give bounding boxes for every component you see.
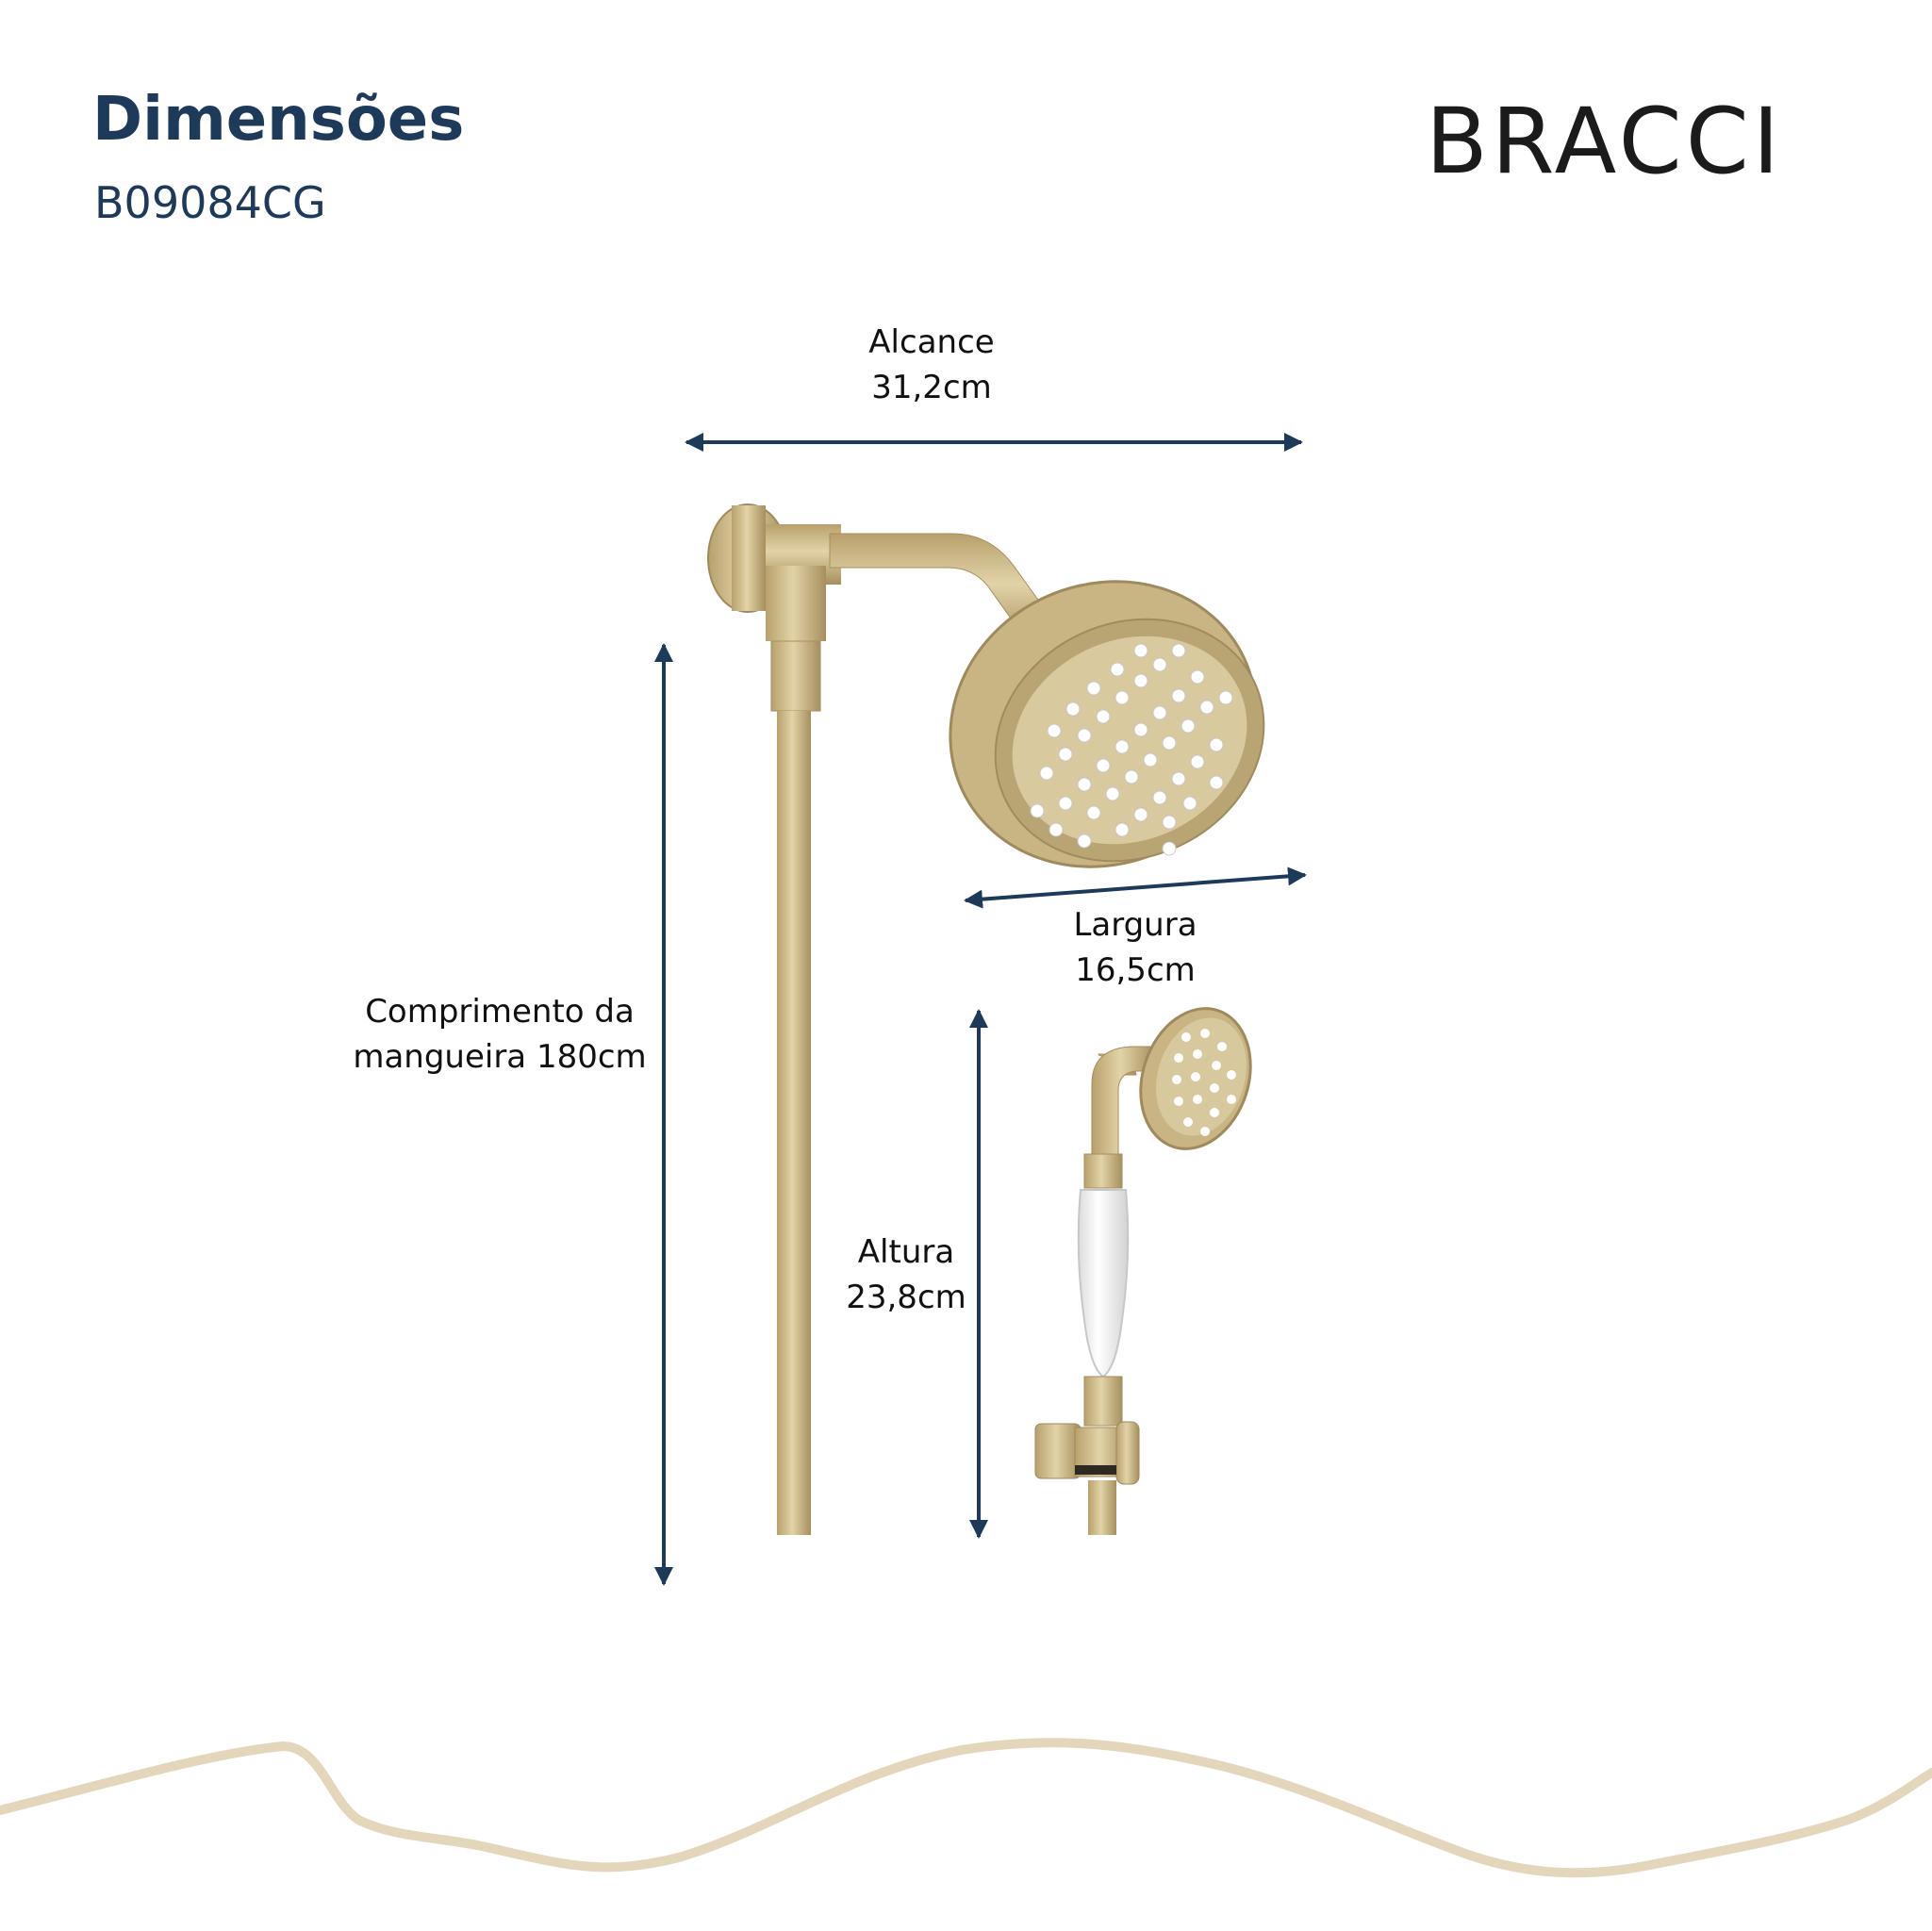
reach-label: Alcance 31,2cm <box>734 320 1130 410</box>
shower-riser <box>707 503 841 1535</box>
decorative-wave <box>0 1738 1932 1878</box>
width-arrow <box>964 866 1307 909</box>
brand-logo: BRACCI <box>1426 89 1784 194</box>
reach-label-value: 31,2cm <box>871 369 992 406</box>
shower-head <box>949 580 1265 868</box>
height-label: Altura 23,8cm <box>708 1230 1104 1320</box>
product-sku: B09084CG <box>94 177 326 228</box>
width-label: Largura 16,5cm <box>937 902 1333 993</box>
height-label-title: Altura <box>857 1233 955 1271</box>
reach-label-title: Alcance <box>868 323 995 361</box>
hand-shower <box>1034 1007 1252 1535</box>
height-label-value: 23,8cm <box>846 1279 966 1316</box>
page-title: Dimensões <box>92 85 465 155</box>
hose-length-label: Comprimento da mangueira 180cm <box>302 989 698 1080</box>
hose-length-label-title: Comprimento da <box>365 993 635 1031</box>
width-label-value: 16,5cm <box>1075 951 1196 989</box>
width-label-title: Largura <box>1073 906 1197 944</box>
hose-length-label-value: mangueira 180cm <box>353 1038 647 1076</box>
